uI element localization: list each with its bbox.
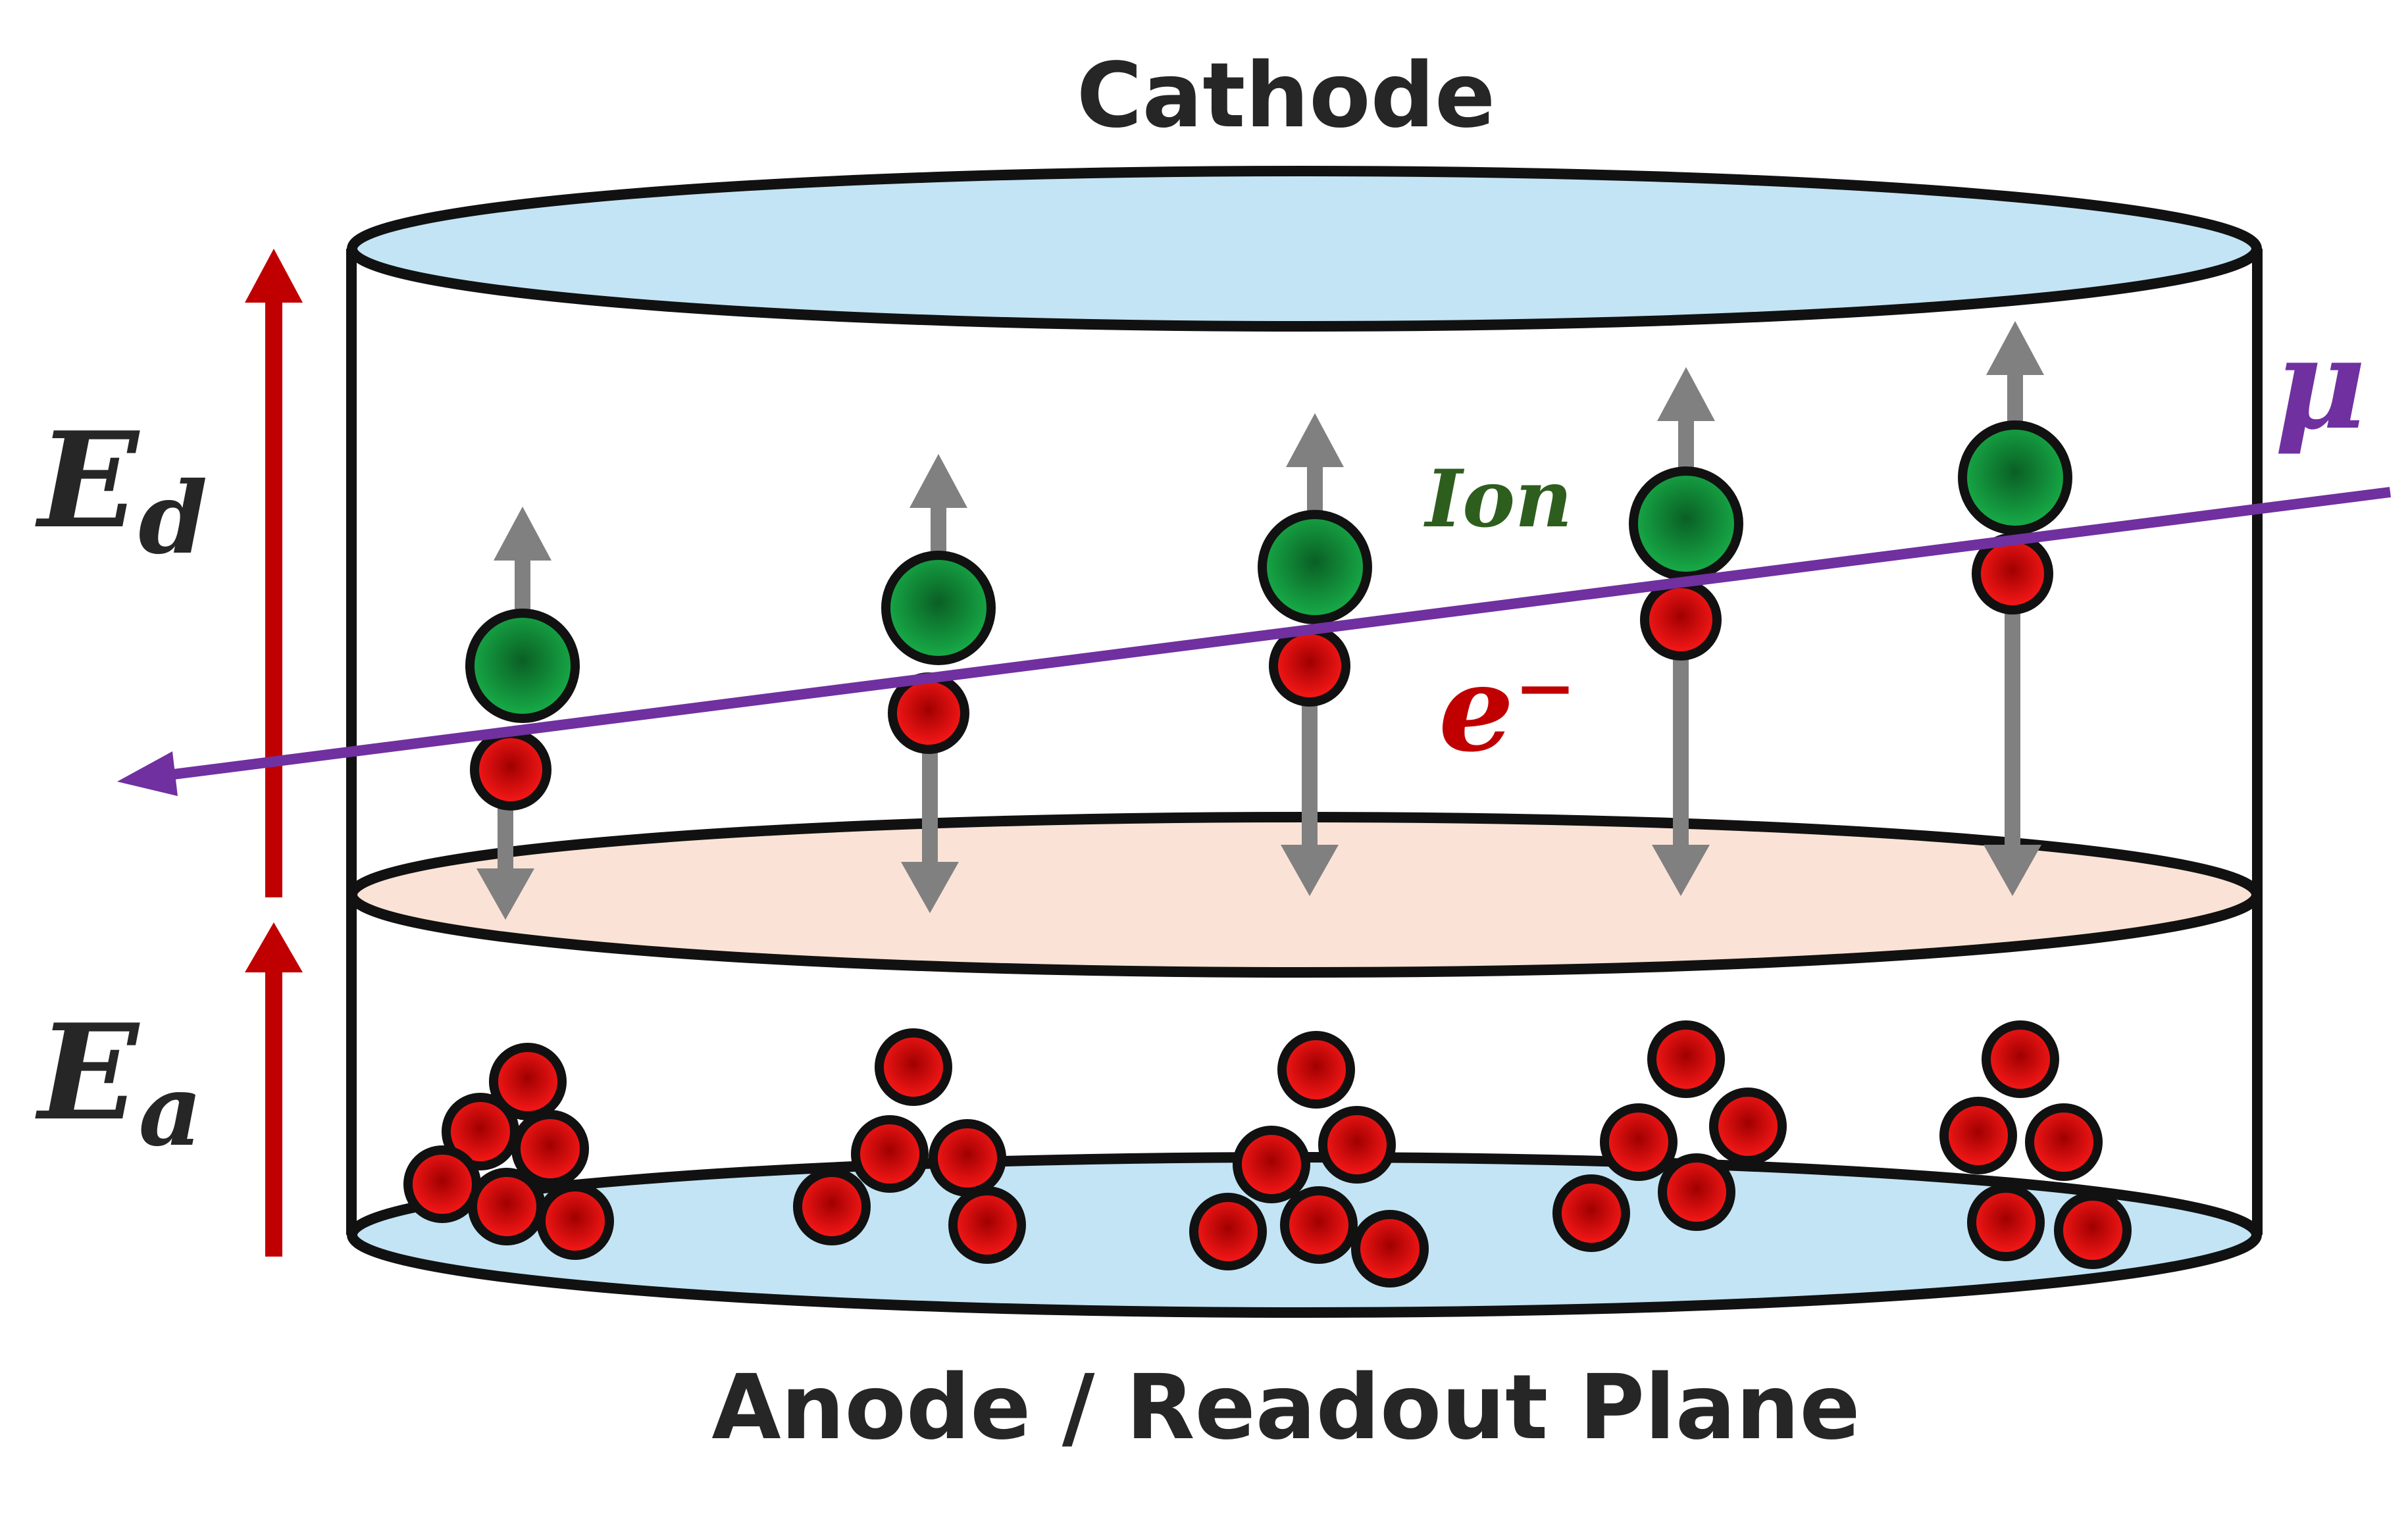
electron-drift-arrow bbox=[1652, 658, 1710, 896]
muon-label: μ bbox=[2274, 311, 2366, 457]
electron bbox=[1647, 1020, 1725, 1098]
electron bbox=[2025, 1103, 2103, 1181]
field-subscript: d bbox=[138, 461, 207, 576]
avalanche-cluster-5 bbox=[1939, 1020, 2132, 1269]
electron bbox=[1640, 579, 1722, 661]
svg-text:Ed: Ed bbox=[35, 403, 207, 576]
field-subscript: a bbox=[138, 1053, 202, 1168]
drift-field-label: Ed bbox=[35, 403, 207, 576]
ionization-pair-2 bbox=[881, 454, 996, 913]
electron bbox=[1351, 1210, 1429, 1288]
electron-drift-arrow bbox=[1984, 612, 2041, 896]
ion bbox=[465, 609, 580, 723]
electron bbox=[1318, 1106, 1396, 1184]
electron bbox=[851, 1115, 929, 1193]
ionization-pair-4 bbox=[1629, 367, 1743, 896]
electron bbox=[1658, 1153, 1735, 1231]
electron bbox=[929, 1119, 1006, 1197]
electron bbox=[2054, 1191, 2132, 1269]
electron bbox=[1189, 1193, 1267, 1270]
ion bbox=[881, 551, 996, 665]
electron-drift-arrow bbox=[1281, 704, 1339, 896]
electron bbox=[1269, 625, 1350, 707]
ion bbox=[1629, 466, 1743, 581]
electron bbox=[442, 1093, 519, 1170]
field-symbol: E bbox=[35, 995, 140, 1150]
svg-text:Ea: Ea bbox=[35, 995, 203, 1168]
electron bbox=[1967, 1184, 2045, 1261]
electron bbox=[1709, 1088, 1787, 1165]
ionization-pair-3 bbox=[1258, 413, 1372, 896]
electron bbox=[1233, 1126, 1310, 1203]
anode-label: Anode / Readout Plane bbox=[711, 1356, 1860, 1460]
cathode-plane bbox=[347, 166, 2262, 332]
amplification-field-label: Ea bbox=[35, 995, 203, 1168]
electron bbox=[511, 1110, 589, 1188]
electron bbox=[468, 1168, 546, 1245]
avalanche-cluster-2 bbox=[793, 1028, 1026, 1264]
avalanche-cluster-4 bbox=[1552, 1020, 1787, 1252]
electron-drift-arrow bbox=[901, 750, 959, 913]
ion-label: Ion bbox=[1423, 453, 1572, 545]
electron bbox=[470, 729, 551, 811]
field-symbol: E bbox=[35, 403, 140, 558]
electron bbox=[1600, 1103, 1678, 1181]
electron bbox=[1280, 1186, 1358, 1264]
muon-track bbox=[117, 487, 2392, 796]
electron-label: e⁻ bbox=[1439, 639, 1577, 778]
drift-field-arrow bbox=[245, 249, 303, 897]
electron bbox=[948, 1186, 1026, 1264]
ion bbox=[1258, 510, 1372, 624]
ion bbox=[1958, 420, 2072, 535]
electron bbox=[1982, 1020, 2059, 1098]
electron bbox=[875, 1028, 952, 1106]
electron bbox=[888, 672, 969, 754]
cathode-label: Cathode bbox=[1077, 44, 1495, 148]
avalanche-cluster-3 bbox=[1189, 1031, 1429, 1288]
amplification-field-arrow bbox=[245, 922, 303, 1257]
avalanche-cluster-1 bbox=[403, 1043, 614, 1260]
ionization-pair-5 bbox=[1958, 321, 2072, 896]
ionization-pair-1 bbox=[465, 507, 580, 920]
electron bbox=[1552, 1174, 1630, 1252]
electron bbox=[489, 1043, 567, 1120]
electron bbox=[1939, 1097, 2017, 1174]
electron bbox=[793, 1168, 871, 1245]
electron bbox=[403, 1145, 481, 1223]
electron bbox=[536, 1182, 614, 1260]
electron bbox=[1277, 1031, 1355, 1109]
